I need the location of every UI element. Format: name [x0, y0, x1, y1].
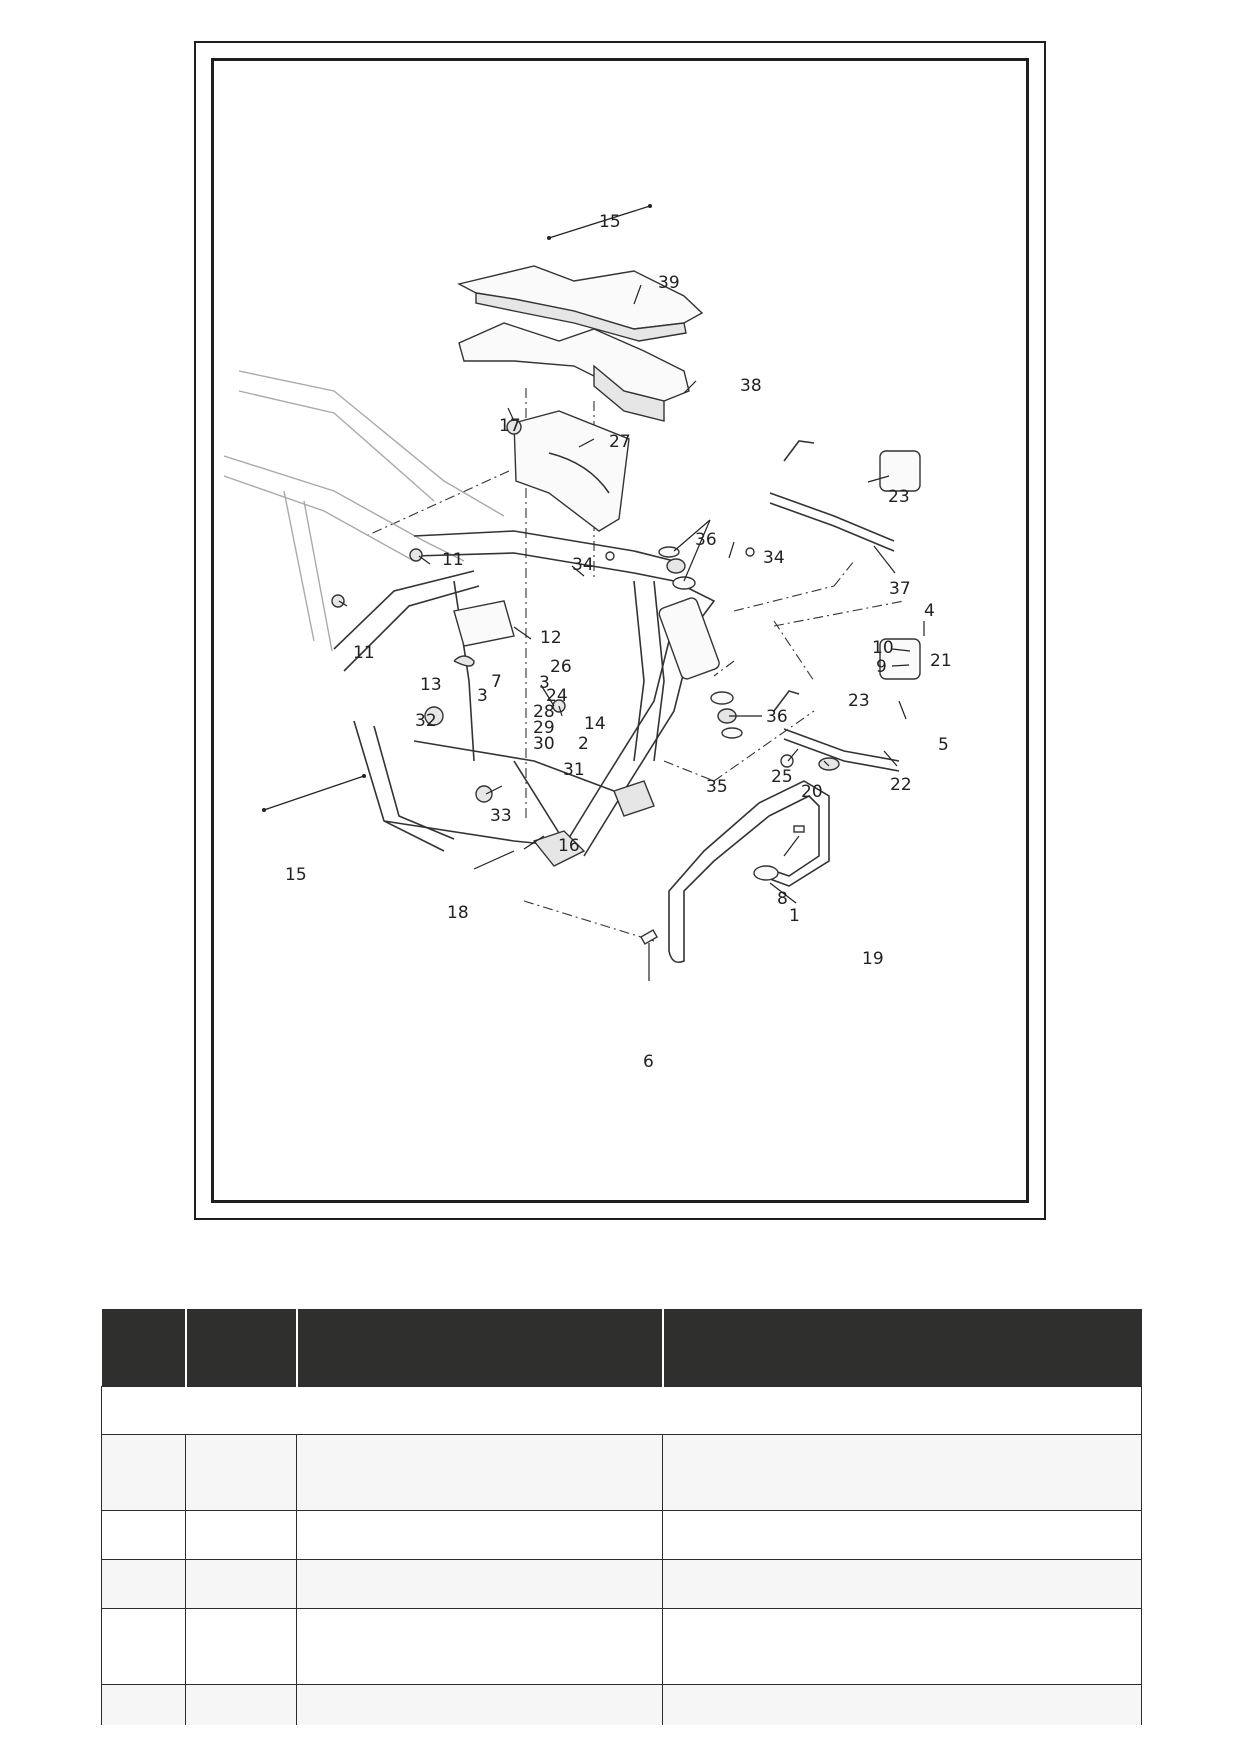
table-row [101, 1608, 1142, 1685]
exploded-parts-diagram: 15 39 38 17 27 23 36 34 37 11 11 34 12 2… [223, 204, 952, 1072]
callout-2: 2 [578, 734, 589, 754]
callout-22: 22 [890, 775, 912, 795]
table-cell [101, 1510, 186, 1560]
group-label [101, 1386, 1142, 1435]
diagram-frame: 15 39 38 17 27 23 36 34 37 11 11 34 12 2… [194, 41, 1046, 1220]
rubber-mounts [658, 546, 743, 739]
table-cell [185, 1684, 297, 1725]
callout-37: 37 [889, 579, 911, 599]
callout-17: 17 [499, 416, 521, 436]
callout-24: 24 [546, 686, 568, 706]
callout-28: 28 [533, 702, 555, 722]
callout-25: 25 [771, 767, 793, 787]
callout-labels: 15 39 38 17 27 23 36 34 37 11 11 34 12 2… [285, 212, 952, 1072]
table-row [101, 1684, 1142, 1725]
callout-39: 39 [658, 273, 680, 293]
callout-3-left: 3 [477, 686, 488, 706]
table-group-row [101, 1386, 1142, 1435]
callout-34-left: 34 [572, 555, 594, 575]
table-cell [296, 1559, 663, 1609]
column-header [662, 1309, 1142, 1387]
callout-15-top: 15 [599, 212, 621, 232]
table-cell [662, 1510, 1142, 1560]
table-cell [662, 1559, 1142, 1609]
callout-38: 38 [740, 376, 762, 396]
callout-15-bottom: 15 [285, 865, 307, 885]
table-cell [296, 1608, 663, 1685]
callout-10: 10 [872, 638, 894, 658]
callout-16: 16 [558, 836, 580, 856]
table-cell [296, 1434, 663, 1511]
table-cell [101, 1434, 186, 1511]
callout-29: 29 [533, 718, 555, 738]
callout-1: 1 [789, 906, 800, 926]
callout-11-upper: 11 [442, 550, 464, 570]
footrest-brackets [769, 440, 921, 772]
callout-23-top: 23 [888, 487, 910, 507]
table-row [101, 1559, 1142, 1609]
table-cell [296, 1684, 663, 1725]
fasteners [262, 204, 805, 945]
callout-4: 4 [924, 601, 935, 621]
table-cell [101, 1608, 186, 1685]
table-cell [185, 1608, 297, 1685]
callout-18: 18 [447, 903, 469, 923]
table-cell [101, 1559, 186, 1609]
callout-26: 26 [550, 657, 572, 677]
column-header [101, 1309, 187, 1387]
callout-3-right: 3 [539, 673, 550, 693]
callout-34-right: 34 [763, 548, 785, 568]
motorcycle-frame [223, 370, 720, 867]
callout-33: 33 [490, 806, 512, 826]
callout-36-top: 36 [695, 530, 717, 550]
callout-8: 8 [777, 889, 788, 909]
callout-7: 7 [491, 672, 502, 692]
callout-6: 6 [643, 1052, 654, 1072]
frame-bracket [458, 322, 690, 422]
parts-table [101, 1309, 1142, 1725]
side-panel [513, 410, 630, 532]
table-row [101, 1510, 1142, 1560]
top-frame-cover [457, 265, 704, 342]
callout-21: 21 [930, 651, 952, 671]
callout-31: 31 [563, 760, 585, 780]
crash-bar [668, 780, 830, 964]
table-cell [101, 1684, 186, 1725]
callout-11-lower: 11 [353, 643, 375, 663]
callout-12: 12 [540, 628, 562, 648]
callout-36-bottom: 36 [766, 707, 788, 727]
table-header-row [101, 1309, 1142, 1387]
callout-23-bottom: 23 [848, 691, 870, 711]
callout-5: 5 [938, 735, 949, 755]
callout-leaders [338, 284, 925, 981]
callout-13: 13 [420, 675, 442, 695]
table-cell [185, 1510, 297, 1560]
column-header [185, 1309, 298, 1387]
table-cell [185, 1434, 297, 1511]
callout-19: 19 [862, 949, 884, 969]
callout-27: 27 [609, 432, 631, 452]
table-cell [662, 1684, 1142, 1725]
diagram-panel: 15 39 38 17 27 23 36 34 37 11 11 34 12 2… [211, 58, 1029, 1203]
callout-9: 9 [876, 657, 887, 677]
table-cell [296, 1510, 663, 1560]
callout-30: 30 [533, 734, 555, 754]
callout-32: 32 [415, 711, 437, 731]
table-cell [662, 1608, 1142, 1685]
table-cell [662, 1434, 1142, 1511]
callout-20: 20 [801, 782, 823, 802]
callout-35: 35 [706, 777, 728, 797]
table-cell [185, 1559, 297, 1609]
table-row [101, 1434, 1142, 1511]
column-header [296, 1309, 664, 1387]
callout-14: 14 [584, 714, 606, 734]
assembly-lines [363, 388, 905, 942]
